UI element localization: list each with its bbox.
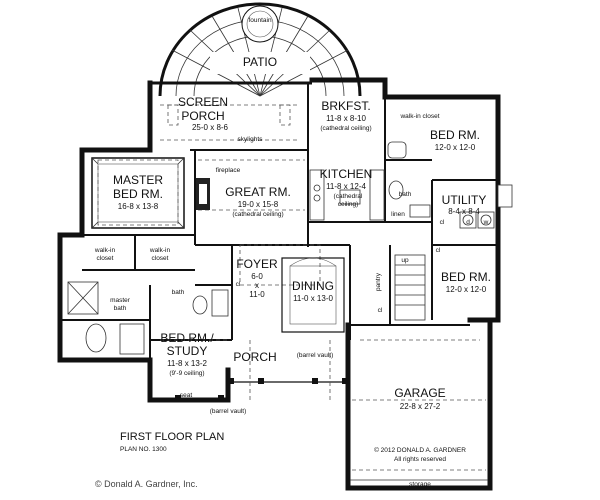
study-ceiling: (9'-9 ceiling) [169, 370, 204, 377]
dining-dim: 11-0 x 13-0 [293, 294, 333, 303]
copyright-line-2: All rights reserved [394, 456, 446, 463]
master-label-1: MASTER [113, 173, 163, 187]
barrel-vault-seat: (barrel vault) [210, 408, 246, 415]
pantry-label: pantry [375, 272, 382, 291]
storage-label: storage [409, 481, 431, 488]
great-rm-dim: 19-0 x 15-8 [238, 200, 279, 209]
utility-w: w [483, 219, 489, 226]
great-rm-label: GREAT RM. [225, 185, 291, 199]
foyer-dim-2: x [255, 281, 259, 290]
screen-porch-dim: 25-0 x 8-6 [192, 123, 229, 132]
linen-label: linen [391, 211, 405, 218]
stairs [394, 254, 426, 321]
utility-d: d [466, 219, 470, 226]
foyer-dim-3: 11-0 [249, 290, 265, 299]
kitchen-fixtures [309, 169, 385, 221]
copyright-line-1: © 2012 DONALD A. GARDNER [374, 446, 466, 454]
master-bath-1: master [110, 297, 131, 304]
brkfst-dim: 11-8 x 8-10 [326, 114, 366, 123]
patio-label: PATIO [243, 55, 277, 69]
interior-walls [60, 83, 498, 360]
study-label-1: BED RM./ [160, 331, 214, 345]
seat-label: seat [180, 392, 192, 399]
walkin-closet-right: walk-in closet [399, 113, 439, 120]
kitchen-ceiling-2: ceiling) [338, 201, 359, 208]
walkin-closet-left-1: walk-in [94, 247, 116, 254]
dining-label: DINING [292, 279, 334, 293]
porch-label: PORCH [233, 350, 276, 364]
bed-rm-top-dim: 12-0 x 12-0 [435, 143, 476, 152]
cl-right: cl [436, 247, 441, 254]
cl-stair: cl [378, 307, 383, 314]
bath-mid-label: bath [172, 289, 185, 296]
fireplace-label: fireplace [216, 167, 241, 174]
utility-cl: cl [440, 219, 445, 226]
dining-ceiling [281, 257, 345, 333]
plan-number: PLAN NO. 1300 [120, 446, 167, 453]
bath-right-label: bath [399, 191, 412, 198]
master-dim: 16-8 x 13-8 [118, 202, 159, 211]
credit-text: © Donald A. Gardner, Inc. [95, 479, 198, 489]
porch-columns [175, 378, 348, 401]
garage-label: GARAGE [394, 386, 445, 400]
study-label-2: STUDY [167, 344, 208, 358]
bed-rm-top-label: BED RM. [430, 128, 480, 142]
up-label: up [401, 257, 409, 264]
study-dim: 11-8 x 13-2 [167, 359, 207, 368]
bath-fixtures [67, 141, 431, 355]
walkin-closet-left-2: closet [97, 255, 114, 262]
room-labels: fountain PATIO SCREEN PORCH 25-0 x 8-6 s… [94, 17, 491, 488]
walkin-closet-mid-2: closet [152, 255, 169, 262]
barrel-vault-porch: (barrel vault) [297, 352, 333, 359]
fireplace-symbol [196, 178, 210, 210]
brkfst-label: BRKFST. [321, 99, 370, 113]
garage-dim: 22-8 x 27-2 [400, 402, 441, 411]
bed-rm-right-label: BED RM. [441, 270, 491, 284]
utility-label: UTILITY [442, 193, 487, 207]
foyer-cl: cl [236, 281, 241, 288]
walkin-closet-mid-1: walk-in [149, 247, 171, 254]
master-label-2: BED RM. [113, 187, 163, 201]
plan-title: FIRST FLOOR PLAN [120, 431, 224, 443]
great-rm-ceiling: (cathedral ceiling) [232, 211, 283, 218]
screen-porch-label-1: SCREEN [178, 95, 228, 109]
master-bath-2: bath [114, 305, 127, 312]
skylights-label: skylights [238, 136, 264, 143]
screen-porch-label-2: PORCH [181, 109, 224, 123]
brkfst-ceiling: (cathedral ceiling) [320, 125, 371, 132]
patio [158, 2, 362, 97]
plan-title-block: FIRST FLOOR PLAN PLAN NO. 1300 © Donald … [95, 431, 224, 489]
kitchen-ceiling-1: (cathedral [334, 193, 363, 200]
foyer-label: FOYER [236, 257, 278, 271]
bed-rm-right-dim: 12-0 x 12-0 [446, 285, 487, 294]
master-tray-ceiling [91, 157, 185, 229]
kitchen-dim: 11-8 x 12-4 [326, 182, 366, 191]
foyer-dim-1: 6-0 [251, 272, 263, 281]
utility-dim: 8-4 x 8-4 [448, 207, 480, 216]
fountain-label: fountain [248, 17, 272, 24]
utility-fixtures [459, 184, 513, 229]
garage-door-lines [350, 399, 488, 481]
exterior-walls [57, 77, 501, 491]
kitchen-label: KITCHEN [320, 167, 373, 181]
